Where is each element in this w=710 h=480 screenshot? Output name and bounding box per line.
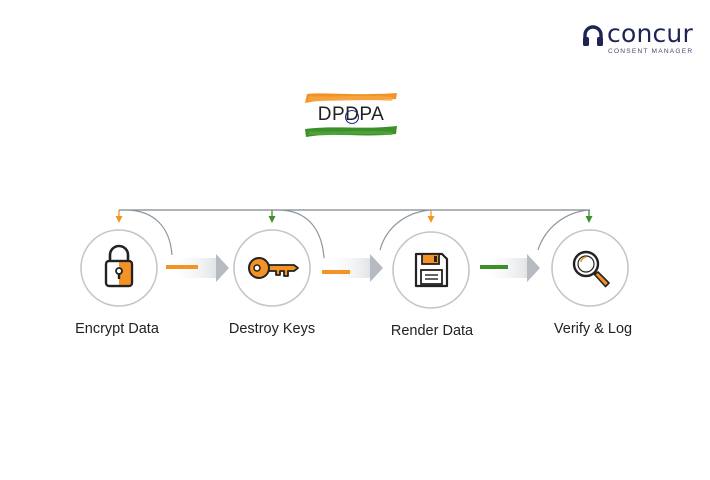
flag-stripes	[305, 93, 397, 137]
headphones-logo-icon	[583, 25, 603, 46]
padlock-icon	[104, 244, 134, 288]
brand-name: concur	[607, 19, 693, 48]
drop-arrow-2	[268, 210, 276, 223]
key-icon	[248, 257, 299, 279]
flow-arrow-3	[479, 254, 540, 282]
connector-arc-3	[379, 209, 432, 251]
drop-arrow-1	[115, 210, 123, 223]
dpdpa-badge: DPDPA	[303, 90, 399, 142]
flow-arrow-1	[166, 254, 229, 282]
drop-arrow-3	[427, 210, 435, 223]
drop-arrow-4	[585, 210, 593, 223]
step-label-encrypt: Encrypt Data	[75, 321, 159, 337]
magnifier-icon	[572, 250, 610, 288]
flow-arrow-2	[322, 254, 383, 282]
step-label-destroy: Destroy Keys	[228, 321, 316, 337]
step-label-verify: Verify & Log	[553, 321, 633, 337]
brand-tagline: CONSENT MANAGER	[608, 48, 694, 55]
connector-arc-1	[119, 209, 173, 256]
connector-arc-4	[537, 209, 590, 251]
floppy-disk-icon	[414, 252, 449, 288]
badge-title: DPDPA	[317, 104, 385, 125]
connector-arc-2	[272, 209, 325, 259]
step-label-render: Render Data	[390, 323, 474, 339]
